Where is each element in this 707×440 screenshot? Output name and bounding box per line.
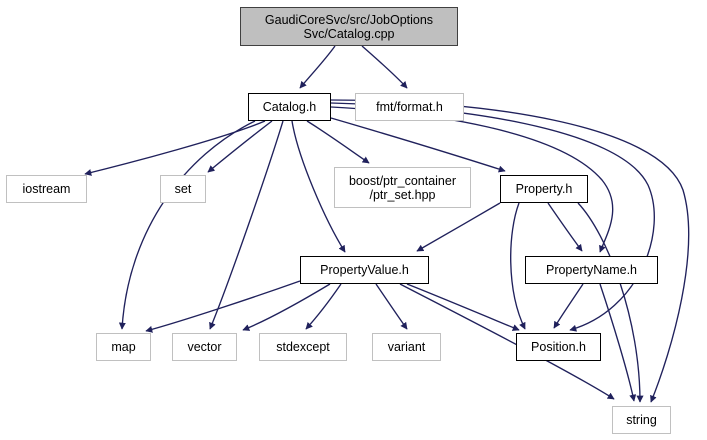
edge-catalog_h-to-set xyxy=(207,120,273,173)
edge-root-to-fmt_format_h xyxy=(361,45,408,89)
edge-propertyvalue_h-to-map xyxy=(145,280,301,333)
node-boost_ptr_set[interactable]: boost/ptr_container /ptr_set.hpp xyxy=(334,167,471,208)
node-label-catalog_h: Catalog.h xyxy=(262,100,317,114)
node-label-map: map xyxy=(111,340,136,354)
node-set[interactable]: set xyxy=(160,175,206,203)
node-label-stdexcept: stdexcept xyxy=(276,340,330,354)
node-fmt_format_h[interactable]: fmt/format.h xyxy=(355,93,464,121)
node-propertyvalue_h[interactable]: PropertyValue.h xyxy=(300,256,429,284)
node-label-fmt_format_h: fmt/format.h xyxy=(376,100,443,114)
node-label-boost_ptr_set: boost/ptr_container /ptr_set.hpp xyxy=(348,173,456,202)
node-label-propertyvalue_h: PropertyValue.h xyxy=(320,263,409,277)
node-stdexcept[interactable]: stdexcept xyxy=(259,333,347,361)
edge-catalog_h-to-boost_ptr_set xyxy=(306,120,370,164)
edge-propertyvalue_h-to-position_h xyxy=(406,283,520,331)
edge-root-to-catalog_h xyxy=(299,45,336,89)
edge-propertyname_h-to-position_h xyxy=(553,283,584,329)
node-label-vector: vector xyxy=(187,340,222,354)
node-string[interactable]: string xyxy=(612,406,671,434)
edge-property_h-to-string xyxy=(577,202,644,403)
node-label-set: set xyxy=(174,182,192,196)
edge-catalog_h-to-iostream xyxy=(84,120,266,176)
edge-property_h-to-propertyvalue_h xyxy=(416,202,501,252)
node-map[interactable]: map xyxy=(96,333,151,361)
node-iostream[interactable]: iostream xyxy=(6,175,87,203)
node-label-variant: variant xyxy=(387,340,426,354)
edge-propertyvalue_h-to-vector xyxy=(242,283,331,331)
edge-propertyname_h-to-string xyxy=(599,283,637,402)
node-root[interactable]: GaudiCoreSvc/src/JobOptions Svc/Catalog.… xyxy=(240,7,458,46)
edge-propertyvalue_h-to-stdexcept xyxy=(305,283,342,330)
node-label-iostream: iostream xyxy=(22,182,71,196)
node-label-property_h: Property.h xyxy=(515,182,573,196)
node-propertyname_h[interactable]: PropertyName.h xyxy=(525,256,658,284)
node-variant[interactable]: variant xyxy=(372,333,441,361)
node-vector[interactable]: vector xyxy=(172,333,237,361)
edge-property_h-to-position_h xyxy=(510,202,526,330)
edge-propertyvalue_h-to-string xyxy=(399,283,615,400)
node-property_h[interactable]: Property.h xyxy=(500,175,588,203)
node-position_h[interactable]: Position.h xyxy=(516,333,601,361)
node-label-position_h: Position.h xyxy=(531,340,586,354)
edge-catalog_h-to-propertyvalue_h xyxy=(291,120,346,253)
node-label-string: string xyxy=(626,413,657,427)
edge-catalog_h-to-position_h xyxy=(330,102,655,332)
node-label-root: GaudiCoreSvc/src/JobOptions Svc/Catalog.… xyxy=(264,12,434,41)
edge-property_h-to-propertyname_h xyxy=(547,202,583,252)
edge-propertyvalue_h-to-variant xyxy=(375,283,408,330)
node-label-propertyname_h: PropertyName.h xyxy=(545,263,637,277)
edge-catalog_h-to-vector xyxy=(209,120,284,330)
edge-catalog_h-to-map xyxy=(118,120,256,330)
edge-catalog_h-to-property_h xyxy=(330,117,506,173)
node-catalog_h[interactable]: Catalog.h xyxy=(248,93,331,121)
